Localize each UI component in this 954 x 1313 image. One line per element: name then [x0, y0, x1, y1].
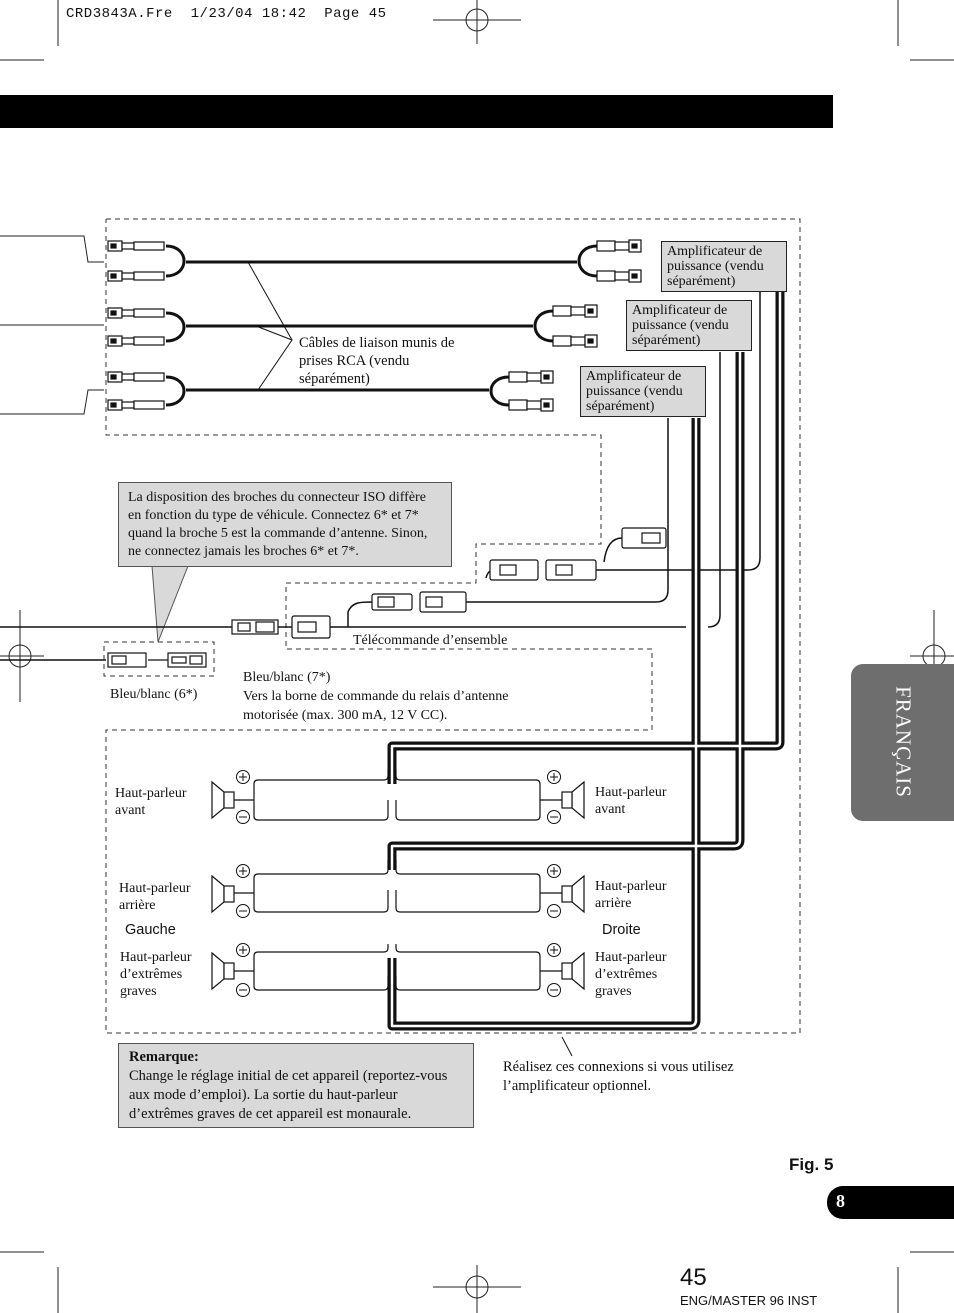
plus-icon: [547, 943, 561, 957]
header-time: 18:42: [261, 6, 307, 22]
rca-callout-lines: [247, 261, 293, 391]
optional-amp-note-line1: Réalisez ces connexions si vous utilisez: [503, 1059, 734, 1075]
minus-icon: [547, 983, 561, 997]
minus-icon: [547, 810, 561, 824]
optional-amp-leader: [561, 1036, 573, 1057]
section-number: 8: [836, 1191, 845, 1211]
rca-cables: [165, 244, 598, 407]
remark-box: Remarque: Change le réglage initial de c…: [118, 1043, 474, 1128]
header-slug: CRD3843A.Fre: [66, 6, 173, 22]
speaker-rear-left: [211, 874, 254, 914]
header-bar: [0, 95, 833, 128]
speaker-cables: [387, 292, 785, 1031]
lead-connectors: [107, 527, 667, 668]
figure-label: Fig. 5: [789, 1155, 834, 1174]
plus-icon: [236, 943, 250, 957]
footer-code: ENG/MASTER 96 INST: [680, 1293, 818, 1308]
speaker-sub-right: [540, 951, 585, 991]
plus-icon: [547, 770, 561, 784]
minus-icon: [236, 810, 250, 824]
header-page-num: 45: [368, 6, 387, 22]
rca-plugs: [107, 239, 642, 412]
minus-icon: [236, 983, 250, 997]
plus-icon: [236, 864, 250, 878]
rca-cables-label: Câbles de liaison munis de prises RCA (v…: [299, 335, 455, 387]
blue-white-7-line2: motorisée (max. 300 mA, 12 V CC).: [243, 708, 448, 723]
iso-note-box: La disposition des broches du connecteur…: [118, 482, 452, 567]
header-date: 1/23/04: [190, 6, 253, 22]
iso-note-pointer: [151, 565, 189, 643]
iso-note-text: La disposition des broches du connecteur…: [128, 490, 428, 559]
speaker-wires: [253, 770, 541, 991]
speaker-rear-right: [540, 874, 585, 914]
header-page-word: Page: [324, 6, 360, 22]
plus-icon: [547, 864, 561, 878]
optional-amp-note-line2: l’amplificateur optionnel.: [503, 1078, 652, 1094]
blue-white-6-label: Bleu/blanc (6*): [110, 687, 198, 702]
amplifier-box-3: Amplificateur de puissance (vendu séparé…: [580, 366, 706, 417]
dashed-frames: [103, 218, 801, 1034]
speaker-front-right: [540, 780, 585, 820]
remark-title: Remarque:: [129, 1049, 199, 1065]
plus-icon: [236, 770, 250, 784]
print-header: CRD3843A.Fre 1/23/04 18:42 Page 45: [66, 6, 387, 22]
blue-white-7-title: Bleu/blanc (7*): [243, 670, 331, 685]
remark-text: Change le réglage initial de cet apparei…: [129, 1068, 448, 1122]
remote-label: Télécommande d’ensemble: [353, 633, 508, 648]
language-tab-label: FRANÇAIS: [891, 686, 916, 798]
page-number: 45: [680, 1264, 707, 1291]
speaker-icons: [211, 780, 585, 991]
right-side-label: Droite: [602, 922, 641, 938]
amplifier-box-1: Amplificateur de puissance (vendu séparé…: [661, 241, 787, 292]
left-side-label: Gauche: [125, 922, 176, 938]
minus-icon: [547, 904, 561, 918]
language-tab: FRANÇAIS: [851, 664, 954, 821]
blue-white-7-line1: Vers la borne de commande du relais d’an…: [243, 689, 509, 704]
polarity-signs: [236, 770, 561, 997]
speaker-sub-left: [211, 951, 254, 991]
left-bracket: [0, 235, 104, 415]
main-leads: [0, 292, 761, 661]
section-number-tab: 8: [827, 1186, 954, 1219]
speaker-front-left: [211, 780, 254, 820]
minus-icon: [236, 904, 250, 918]
amplifier-box-2: Amplificateur de puissance (vendu séparé…: [626, 300, 752, 351]
